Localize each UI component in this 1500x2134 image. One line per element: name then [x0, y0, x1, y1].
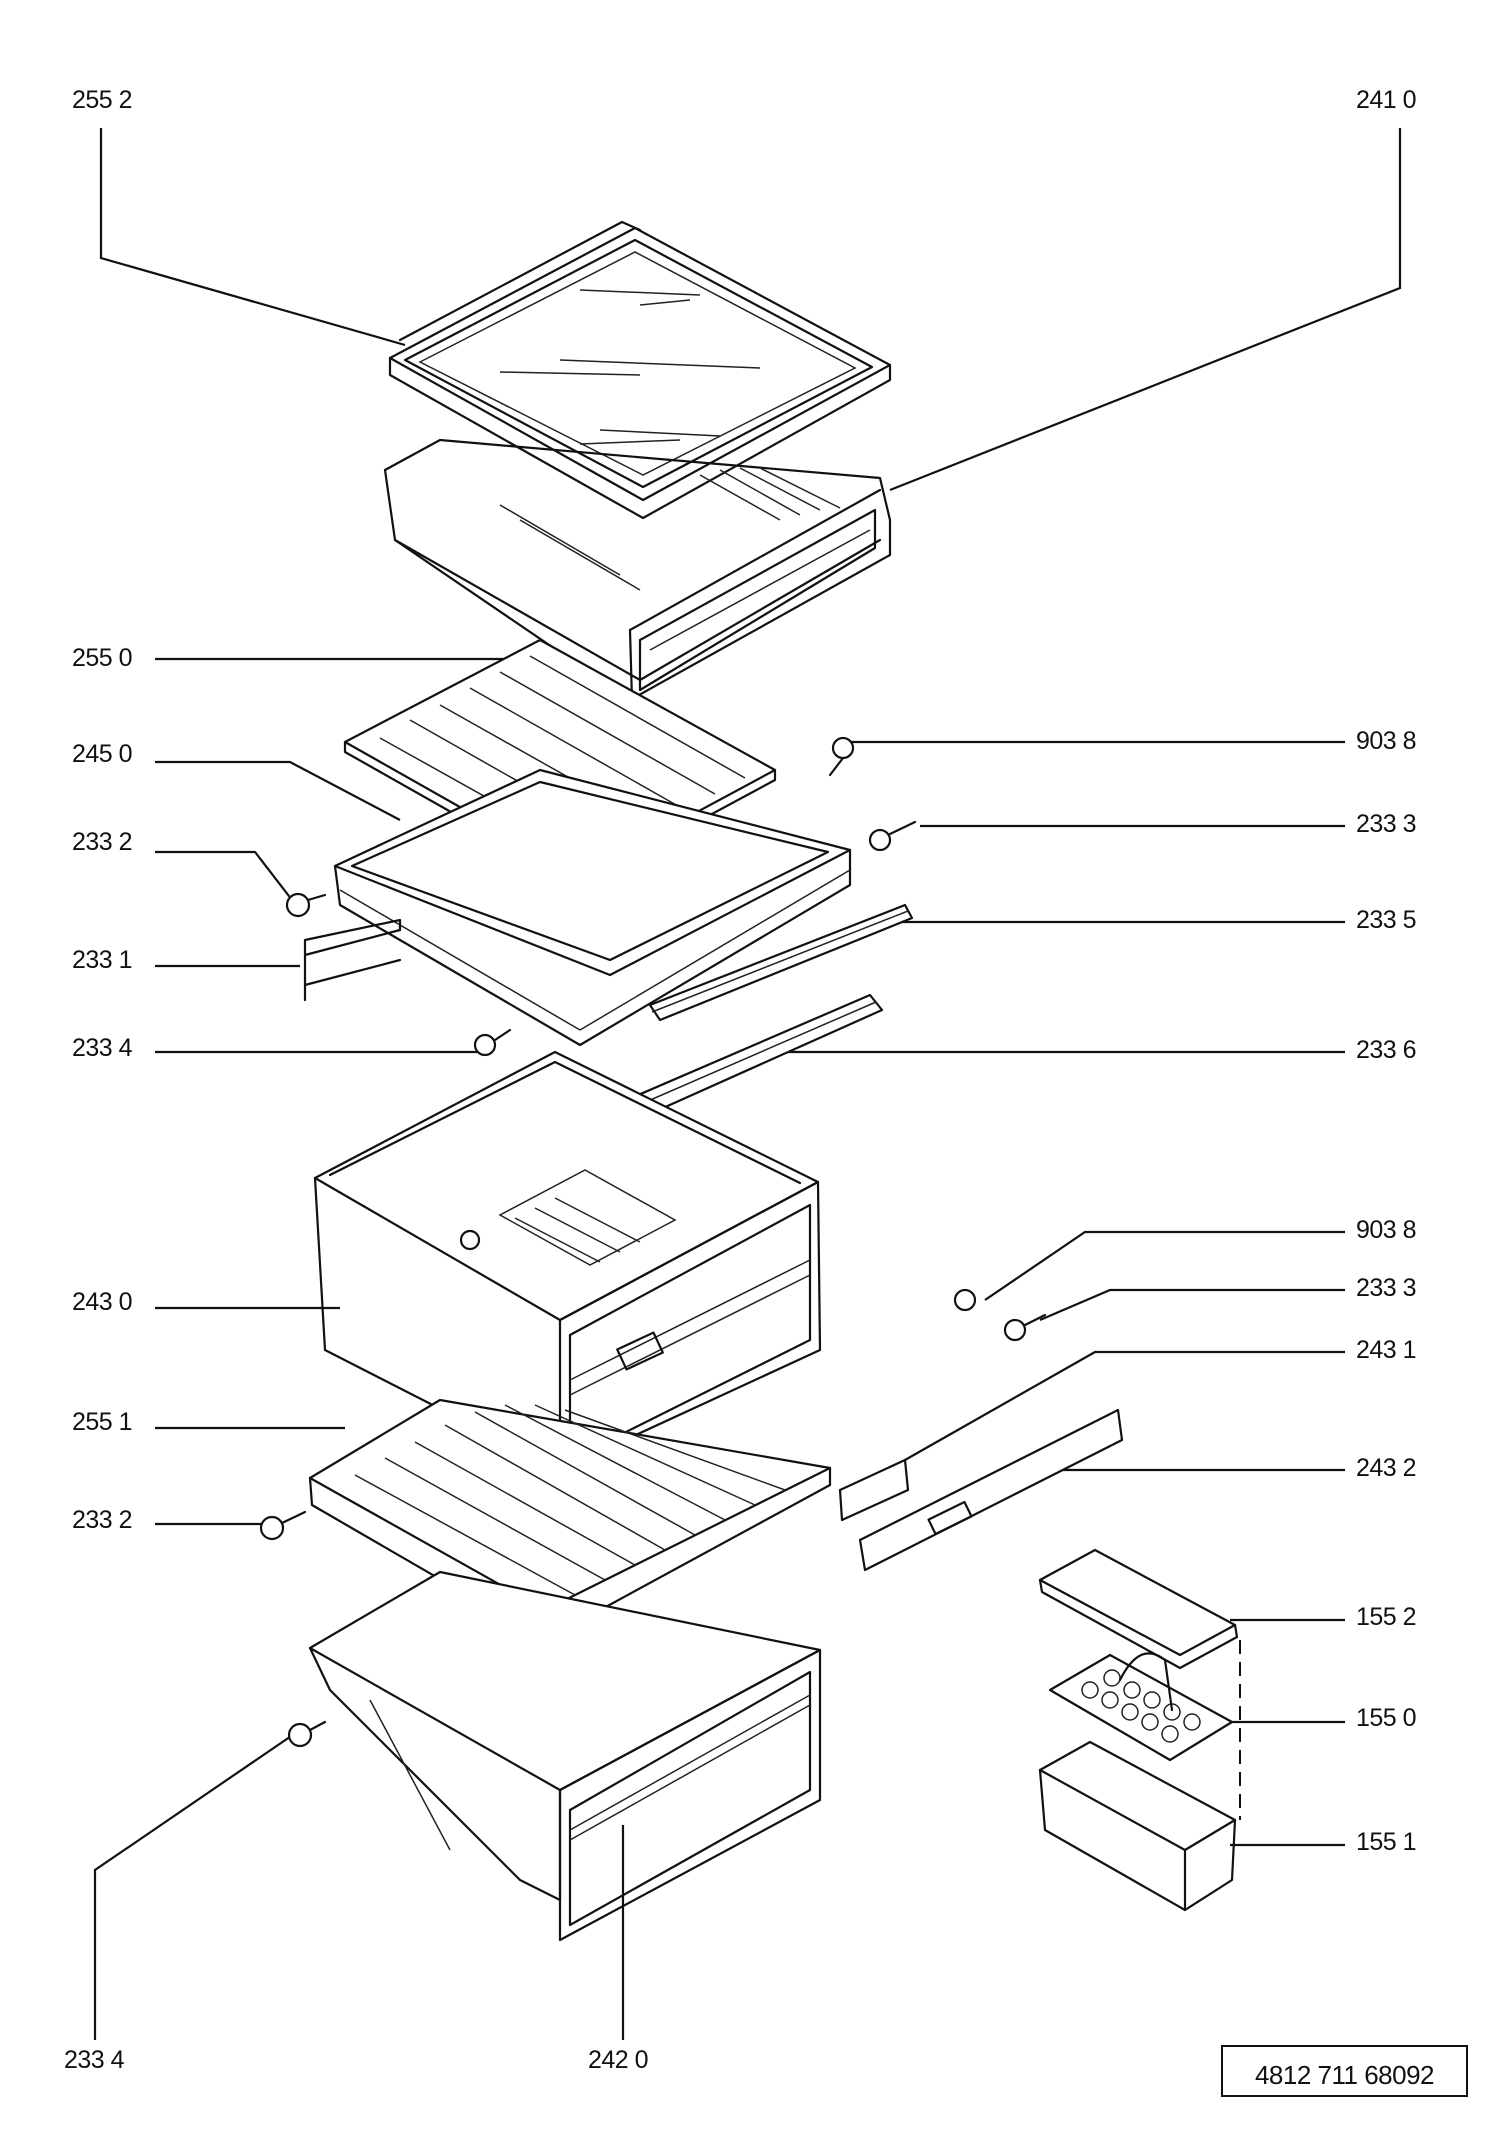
label-9038-a: 903 8 — [1356, 727, 1417, 755]
leader-2333-b — [1039, 1288, 1345, 1322]
label-2432: 243 2 — [1356, 1454, 1417, 1482]
fastener-9038-a — [828, 736, 855, 777]
label-2334-b: 233 4 — [64, 2046, 125, 2074]
label-2334-a: 233 4 — [72, 1034, 133, 1062]
leader-2334-b — [93, 1729, 301, 2040]
crisper-drawer-middle — [313, 1050, 822, 1472]
label-2430: 243 0 — [72, 1288, 133, 1316]
fastener-2333-a — [868, 820, 917, 852]
glass-cover-top — [388, 220, 892, 520]
rail-left — [303, 918, 402, 1002]
document-number-box: 4812 711 68092 — [1221, 2045, 1468, 2097]
label-2332-b: 233 2 — [72, 1506, 133, 1534]
label-2333-b: 233 3 — [1356, 1274, 1417, 1302]
fastener-2333-b — [1003, 1313, 1047, 1342]
document-number: 4812 711 68092 — [1254, 2060, 1435, 2090]
label-2450: 245 0 — [72, 740, 133, 768]
label-2335: 233 5 — [1356, 906, 1417, 934]
grid-shelf-lower — [308, 1398, 832, 1642]
label-2420: 242 0 — [588, 2046, 649, 2074]
egg-box — [1038, 1740, 1237, 1912]
rail-right-upper — [648, 903, 914, 1022]
egg-tray-lid — [1038, 1548, 1239, 1670]
label-2552-top: 255 2 — [72, 86, 133, 114]
label-1551: 155 1 — [1356, 1828, 1417, 1856]
drawer-front-bar — [858, 1408, 1124, 1572]
label-2431: 243 1 — [1356, 1336, 1417, 1364]
tray-frame — [333, 768, 852, 1047]
leader-9038-b — [984, 1230, 1345, 1301]
label-2333-a: 233 3 — [1356, 810, 1417, 838]
label-1550: 155 0 — [1356, 1704, 1417, 1732]
fastener-2334-b — [287, 1720, 327, 1748]
label-1552: 155 2 — [1356, 1603, 1417, 1631]
drawer-front-clip — [838, 1458, 910, 1522]
label-9038-b: 903 8 — [1356, 1216, 1417, 1244]
label-2410: 241 0 — [1356, 86, 1417, 114]
label-2336: 233 6 — [1356, 1036, 1417, 1064]
label-2332-a: 233 2 — [72, 828, 133, 856]
leader-2450 — [155, 760, 401, 821]
leader-2410 — [889, 128, 1402, 492]
fastener-2334-a — [473, 1028, 512, 1057]
leader-lines — [93, 128, 1402, 2040]
label-2331: 233 1 — [72, 946, 133, 974]
fastener-9038-b — [953, 1288, 977, 1312]
fastener-2332-a — [285, 892, 327, 918]
egg-tray — [1048, 1652, 1234, 1762]
fastener-2332-b — [259, 1510, 307, 1541]
label-2550: 255 0 — [72, 644, 133, 672]
crisper-drawer-bottom — [308, 1570, 822, 1942]
leader-2332-a — [155, 850, 293, 901]
label-2551: 255 1 — [72, 1408, 133, 1436]
leader-2552 — [99, 128, 406, 347]
leader-2431 — [904, 1350, 1345, 1461]
